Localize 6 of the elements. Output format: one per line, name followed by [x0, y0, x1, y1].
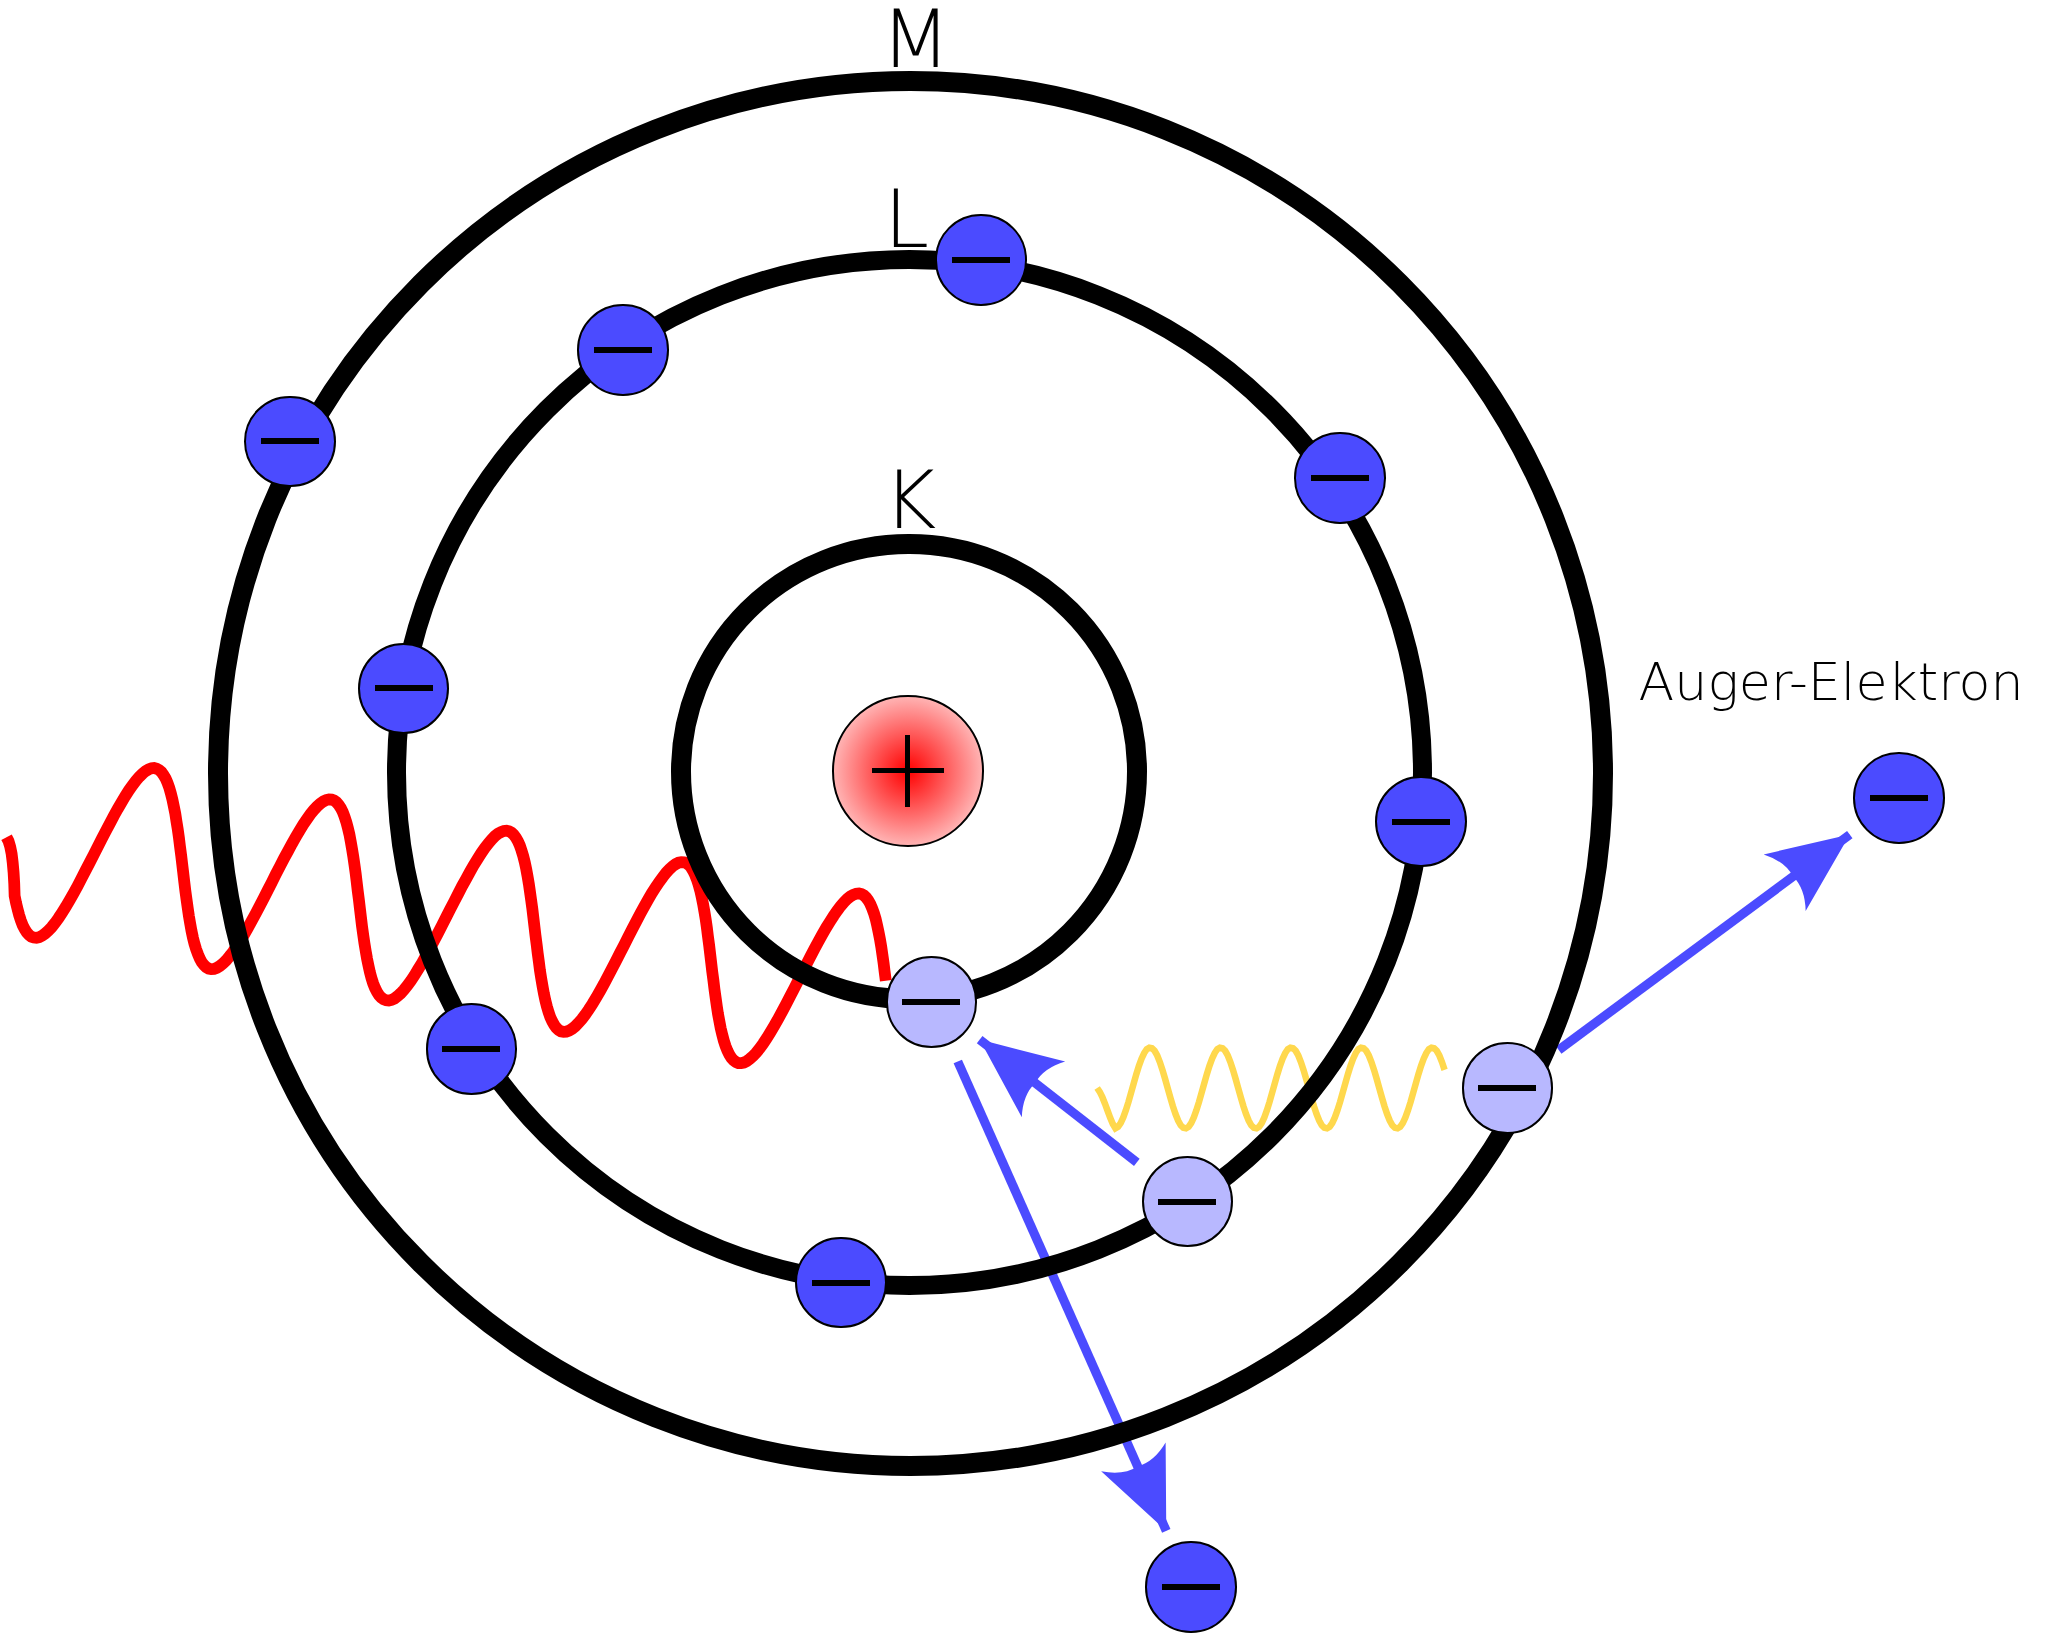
shell-label: K [883, 459, 937, 541]
particle-label: Auger-Elektron [1638, 656, 2024, 709]
shell-label: M [880, 0, 951, 81]
photon-wave [1094, 1044, 1448, 1133]
shell-label: L [884, 178, 930, 260]
photon-wave [0, 762, 892, 1070]
